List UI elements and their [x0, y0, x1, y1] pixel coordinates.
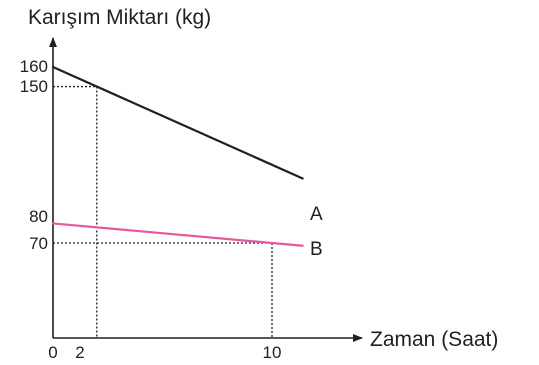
guide-lines: [53, 85, 273, 338]
series-label-a: A: [310, 204, 323, 225]
y-tick-70: 70: [29, 234, 48, 253]
series-label-b: B: [310, 239, 323, 260]
series-line-b: [51, 222, 304, 247]
x-tick-10: 10: [263, 343, 282, 362]
y-tick-150: 150: [20, 77, 48, 96]
x-axis-title: Zaman (Saat): [370, 328, 498, 351]
x-tick-0: 0: [48, 343, 57, 362]
y-tick-160: 160: [20, 57, 48, 76]
y-tick-80: 80: [29, 207, 48, 226]
series-group: [51, 65, 304, 247]
y-axis-title: Karışım Miktarı (kg): [28, 6, 211, 29]
series-line-a: [51, 65, 304, 180]
x-tick-2: 2: [75, 343, 84, 362]
